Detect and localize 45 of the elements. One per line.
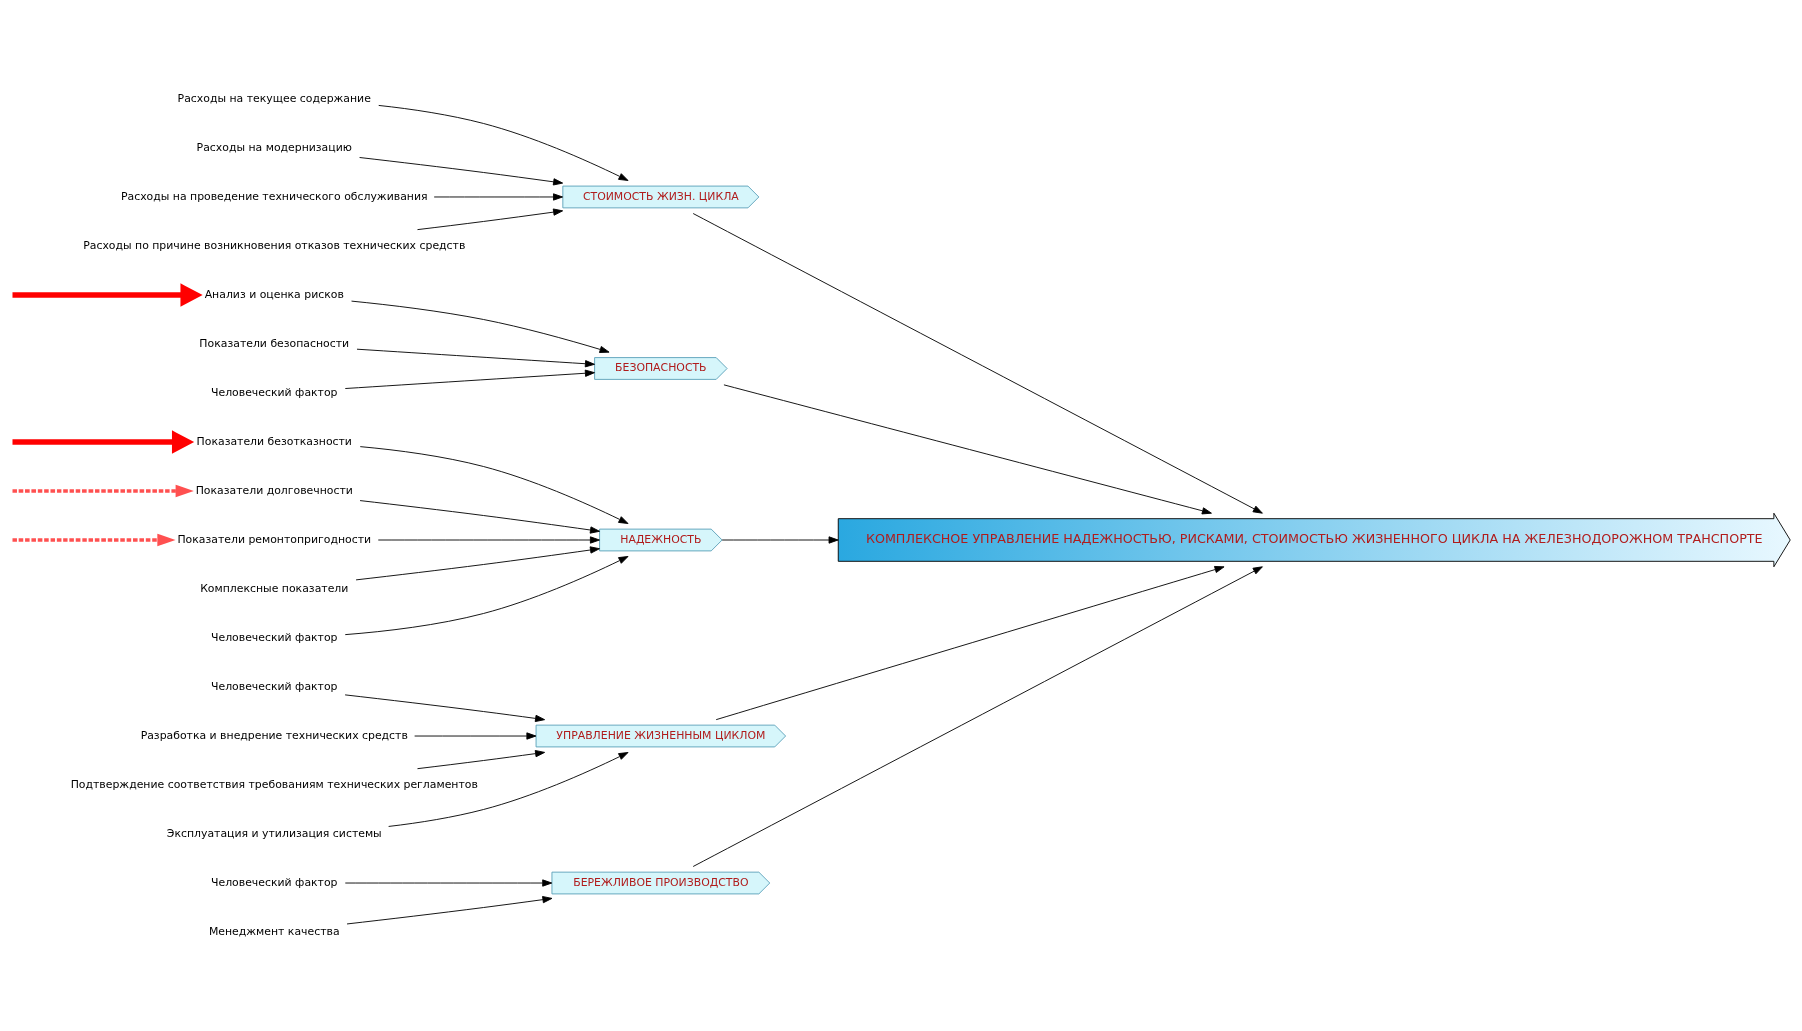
arrow bbox=[417, 208, 564, 231]
node-text: Расходы по причине возникновения отказов технических средств bbox=[83, 238, 466, 252]
arrow bbox=[359, 157, 564, 186]
node-text: Менеджмент качества bbox=[208, 924, 340, 938]
node-text: Анализ и оценка рисков bbox=[204, 287, 344, 301]
arrow bbox=[344, 369, 595, 389]
node-text: Человеческий фактор bbox=[210, 875, 338, 889]
arrow bbox=[12, 283, 203, 307]
node-text: Человеческий фактор bbox=[210, 385, 338, 399]
arrow bbox=[721, 536, 839, 544]
node-text: Разработка и внедрение технических средств bbox=[140, 728, 408, 742]
arrow bbox=[377, 536, 600, 544]
arrow bbox=[692, 213, 1263, 514]
arrow bbox=[414, 732, 537, 740]
arrow bbox=[351, 300, 610, 353]
node-text: Показатели безотказности bbox=[196, 434, 352, 448]
node-text: Расходы на текущее содержание bbox=[177, 91, 371, 105]
node-text: Показатели долговечности bbox=[195, 483, 353, 497]
arrow bbox=[692, 566, 1263, 867]
arrow bbox=[723, 384, 1212, 515]
node-text: Человеческий фактор bbox=[210, 630, 338, 644]
arrow bbox=[12, 430, 195, 454]
node-text: Человеческий фактор bbox=[210, 679, 338, 693]
arrow bbox=[378, 105, 629, 181]
arrow bbox=[715, 565, 1225, 721]
arrow bbox=[344, 879, 553, 887]
node-text: Показатели ремонтопригодности bbox=[177, 532, 372, 546]
arrow bbox=[388, 752, 629, 827]
node-text: Расходы на проведение технического обслуживания bbox=[120, 189, 428, 203]
arrow bbox=[12, 484, 194, 498]
arrow bbox=[417, 750, 546, 770]
arrow bbox=[344, 556, 629, 636]
arrow bbox=[359, 500, 600, 534]
arrow bbox=[346, 896, 553, 925]
node-text: Подтверждение соответствия требованиям технических регламентов bbox=[70, 777, 478, 791]
node-text: Эксплуатация и утилизация системы bbox=[166, 826, 382, 840]
arrow bbox=[355, 546, 600, 581]
arrow bbox=[359, 446, 629, 524]
arrow bbox=[12, 533, 176, 547]
arrow bbox=[356, 348, 595, 368]
node-text: Расходы на модернизацию bbox=[196, 140, 352, 154]
arrow bbox=[344, 694, 546, 723]
node-text: Комплексные показатели bbox=[200, 581, 349, 595]
node-text: Показатели безопасности bbox=[199, 336, 350, 350]
arrow bbox=[433, 193, 564, 201]
